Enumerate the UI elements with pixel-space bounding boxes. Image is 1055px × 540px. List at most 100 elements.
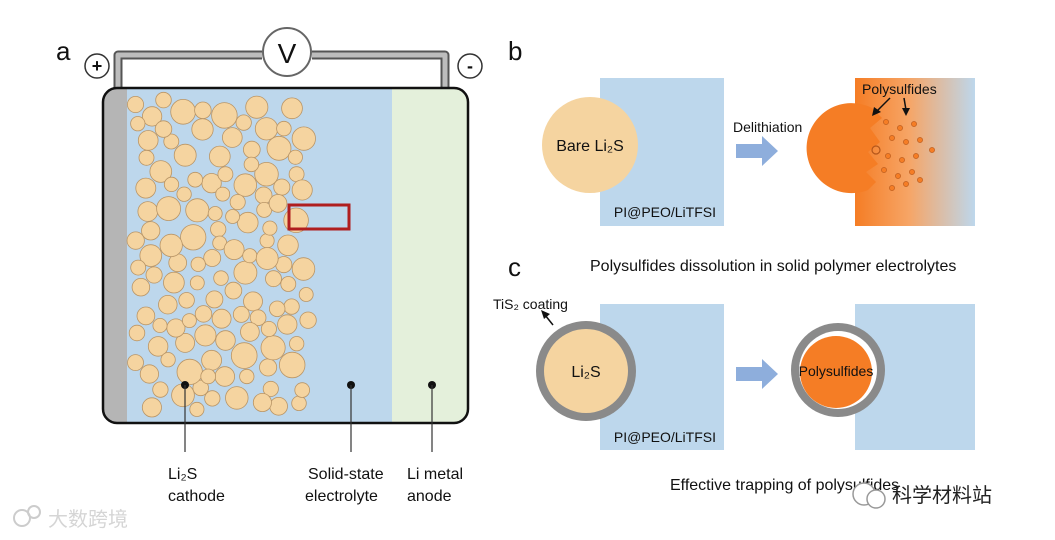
cathode-particle	[243, 156, 260, 173]
cathode-particle	[224, 281, 243, 300]
cathode-particle	[126, 231, 145, 250]
cathode-particle	[187, 171, 204, 188]
b-polysulfides-label: Polysulfides	[862, 81, 937, 97]
cathode-particle	[136, 306, 156, 326]
cathode-particle	[299, 311, 317, 329]
cathode-particle	[178, 292, 195, 309]
cathode-particle	[289, 336, 305, 352]
b-particle-label: Bare Li₂S	[556, 138, 624, 155]
c-trapped-label: Polysulfides	[799, 363, 874, 379]
cathode-particle	[291, 126, 316, 151]
polysulfide-dot	[895, 173, 901, 179]
cathode-particle	[145, 266, 163, 284]
cathode-particle	[173, 143, 197, 167]
cathode-particle	[265, 270, 282, 288]
cathode-particle	[215, 330, 236, 351]
cathode-particle	[175, 332, 196, 353]
watermark-left-icon	[13, 509, 31, 527]
polysulfide-dot	[881, 167, 887, 173]
watermark-left-text: 大数跨境	[48, 507, 128, 531]
b-process-arrow	[736, 136, 778, 166]
cathode-particle	[139, 244, 163, 267]
cathode-particle	[249, 309, 267, 327]
cathode-particle	[131, 278, 151, 297]
cathode-particle	[222, 127, 243, 148]
cathode-particle	[233, 260, 258, 285]
polysulfide-dot	[889, 185, 895, 191]
cathode-particle	[207, 206, 223, 221]
cathode-particle	[127, 96, 145, 114]
cathode-particle	[243, 140, 261, 159]
cathode-particle	[268, 194, 288, 213]
cathode-particle	[223, 239, 245, 261]
cathode-particle	[147, 336, 169, 357]
cathode-particle	[280, 276, 297, 292]
cathode-particle	[269, 396, 288, 416]
cathode-particle	[158, 295, 178, 315]
positive-terminal-icon	[84, 53, 110, 79]
cathode-particle	[210, 221, 227, 238]
cathode-particle	[225, 386, 249, 410]
negative-terminal-label: -	[467, 56, 473, 76]
cathode-particle	[149, 160, 173, 183]
cathode-particle	[192, 379, 209, 397]
cathode-particle	[189, 275, 205, 291]
cathode-particle	[240, 322, 260, 342]
cathode-particle	[237, 211, 259, 234]
polysulfide-dot	[885, 153, 891, 159]
cathode-particle	[209, 145, 231, 168]
cathode-particle	[189, 401, 205, 417]
b-polysulfides-arrowhead-2	[902, 108, 910, 116]
b-polysulfides-arrowhead-1	[872, 107, 881, 116]
cell-outline	[101, 86, 470, 425]
cathode-particle	[181, 313, 197, 329]
wechat-icon-2	[866, 489, 886, 509]
cathode-particle	[279, 351, 306, 379]
cathode-particle	[269, 300, 286, 318]
cathode-particle	[243, 291, 263, 312]
cathode-particle	[259, 358, 278, 377]
polysulfide-dot	[899, 157, 905, 163]
panel-c-letter: c	[508, 252, 521, 282]
cathode-particle	[127, 354, 144, 372]
b-polysulfide-region	[855, 78, 975, 226]
cathode-label-line2: cathode	[168, 488, 225, 505]
cathode-particle	[245, 95, 269, 119]
cathode-particle	[283, 298, 300, 315]
cathode-particle	[201, 349, 223, 371]
cathode-particle	[194, 101, 212, 120]
positive-terminal-label: +	[92, 56, 103, 76]
cathode-particle	[203, 249, 222, 267]
cathode-particle	[281, 97, 303, 120]
cathode-particle	[211, 102, 238, 129]
cathode-particle	[159, 233, 183, 257]
cathode-particle	[254, 117, 279, 141]
cathode-particle	[204, 390, 221, 407]
b-polysulfide-dots	[881, 119, 935, 191]
cathode-particle	[288, 166, 305, 183]
cathode-particle	[194, 324, 217, 347]
polysulfide-dot	[889, 135, 895, 141]
cathode-particle	[130, 116, 146, 132]
cathode-particle	[255, 247, 279, 270]
cathode-particle	[239, 368, 255, 385]
cathode-particle	[163, 271, 185, 294]
cathode-particle	[262, 220, 278, 236]
cathode-particle	[291, 257, 316, 281]
b-polysulfides-arrow-1	[875, 97, 891, 113]
cathode-particle	[155, 91, 172, 109]
cathode-particle	[277, 234, 299, 257]
current-collector	[103, 88, 127, 423]
cathode-particle	[229, 194, 246, 211]
cathode-particle	[139, 364, 159, 384]
cathode-particle	[191, 118, 214, 141]
cathode-particle	[185, 198, 210, 223]
c-trapped-polysulfides	[800, 336, 872, 408]
b-dissolving-particle	[806, 103, 882, 194]
cathode-particle	[217, 166, 234, 183]
electrolyte-label-line2: electrolyte	[305, 488, 378, 505]
cathode-particle	[287, 149, 303, 165]
electrolyte-label-line1: Solid-state	[308, 466, 384, 483]
cathode-particle	[141, 397, 162, 418]
cathode-particle	[176, 186, 192, 202]
